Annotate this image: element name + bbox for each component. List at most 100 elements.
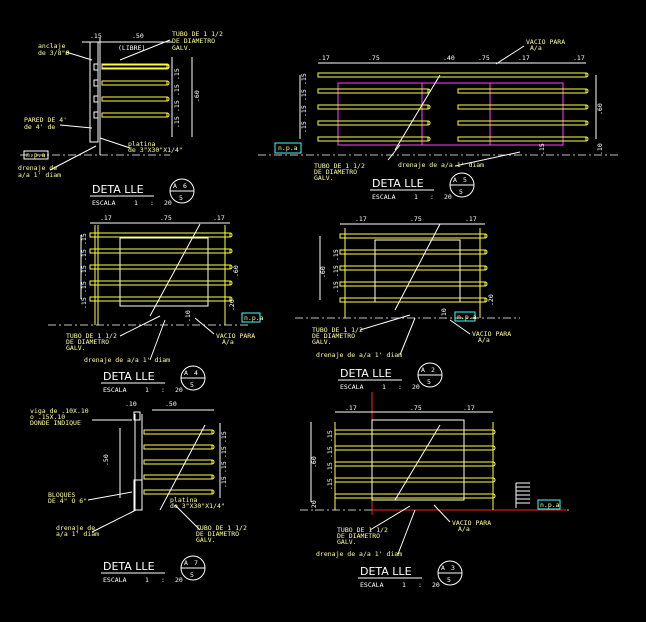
dim-top: .17 [213, 214, 225, 222]
pipe-stub [143, 459, 213, 465]
dim-side: .15 [80, 265, 88, 277]
scale-a: 1 [402, 581, 406, 589]
note: TUBO DE 1 1/2 [312, 326, 363, 334]
pipe-stub [101, 63, 168, 69]
dim-top: .17 [573, 54, 585, 62]
note: DONDE INDIQUE [30, 419, 81, 427]
sheet-number: 5 [179, 194, 183, 202]
detail-number: 7 [194, 559, 198, 567]
anchor [93, 79, 99, 87]
scale-a: 1 [145, 386, 149, 394]
dim-end: .10 [596, 143, 604, 155]
dim-top: .10 [125, 400, 137, 408]
dim-side: .15 [220, 461, 228, 473]
bubble-letter: A [184, 369, 188, 377]
dim-side: .15 [332, 265, 340, 277]
leader [194, 317, 215, 335]
note: a/a 1' diam [56, 530, 99, 538]
pipe-end [211, 489, 215, 495]
note: DE DIAMETRO [196, 530, 239, 538]
dim-top: .75 [478, 54, 490, 62]
dim-top: .75 [368, 54, 380, 62]
npa-tag [241, 312, 261, 323]
scale-sep: : [161, 386, 165, 394]
leader [433, 504, 451, 523]
note: anclaje [38, 42, 65, 50]
note: VACIO PARA [452, 519, 491, 527]
dim-side: .15 [173, 84, 181, 96]
leader [449, 319, 471, 335]
detail-number: 2 [431, 366, 435, 374]
pipe-end [585, 88, 589, 94]
scale-label: ESCALA [103, 576, 127, 584]
pipe-stub [143, 444, 213, 450]
pipe-end [585, 120, 589, 126]
pipe-right [457, 104, 587, 110]
dim-side: .15 [220, 431, 228, 443]
pipe-end [427, 136, 431, 142]
note: drenaje de [18, 164, 57, 172]
note: de 3"X30"X1/4" [170, 502, 225, 510]
npa-label: n.p.a [26, 151, 46, 159]
pipe-stub [143, 429, 213, 435]
note: GALV. [196, 536, 216, 544]
dim-side: .15 [173, 100, 181, 112]
dim-low: .20 [228, 299, 236, 311]
scale-b: 20 [412, 383, 420, 391]
pipe-end [484, 249, 488, 255]
note: BLOQUES [48, 491, 75, 499]
leader [399, 317, 416, 356]
anchor [93, 63, 99, 71]
note: TUBO DE 1 1/2 [172, 30, 223, 38]
note: platina [128, 140, 155, 148]
dim-side: .15 [300, 105, 308, 117]
diagonal-strut [149, 223, 201, 317]
note: TUBO DE 1 1/2 [66, 332, 117, 340]
pipe-end [585, 104, 589, 110]
bubble-letter: A [441, 564, 445, 572]
scale-sep: : [161, 576, 165, 584]
scale-a: 1 [134, 199, 138, 207]
dim-top: .75 [410, 215, 422, 223]
pipe-left [317, 88, 429, 94]
pipe-stub [101, 80, 168, 86]
hatch-area [337, 82, 564, 146]
note: TUBO DE 1 1/2 [337, 526, 388, 534]
note: drenaje de [56, 524, 95, 532]
dim-top: .17 [518, 54, 530, 62]
dim-side: .15 [300, 121, 308, 133]
sheet-number: 5 [190, 381, 194, 389]
dim-side: .15 [326, 446, 334, 458]
dim-side: .15 [220, 446, 228, 458]
dim-total: .60 [596, 103, 604, 115]
sheet-number: 5 [427, 378, 431, 386]
pipe-end [229, 232, 233, 238]
note: TUBO DE 1 1/2 [314, 162, 365, 170]
note: de 3/8"Ø [38, 49, 69, 57]
note: drenaje de a/a 1' diam [316, 550, 402, 558]
pipe-row [339, 281, 486, 287]
pipe-stub [101, 112, 168, 118]
leader [387, 144, 401, 161]
pipe-row [89, 232, 231, 238]
leader [369, 505, 411, 531]
inner-frame [119, 237, 209, 307]
npa-label: n.p.a [278, 144, 298, 152]
top-rail [317, 72, 587, 78]
note: A/a [222, 338, 234, 346]
dim-end: .10 [440, 308, 448, 320]
note: DE DIAMETRO [337, 532, 380, 540]
note: DE 4" O 6" [48, 497, 87, 505]
dim-top: .15 [90, 32, 102, 40]
note: TUBO DE 1 1/2 [196, 524, 247, 532]
scale-label: ESCALA [360, 581, 384, 589]
note: (LIBRE) [118, 44, 145, 52]
scale-sep: : [418, 581, 422, 589]
pipe-end [427, 104, 431, 110]
scale-label: ESCALA [340, 383, 364, 391]
pipe-row [89, 280, 231, 286]
dim-top: .40 [443, 54, 455, 62]
note: GALV. [312, 338, 332, 346]
note: A/a [458, 525, 470, 533]
